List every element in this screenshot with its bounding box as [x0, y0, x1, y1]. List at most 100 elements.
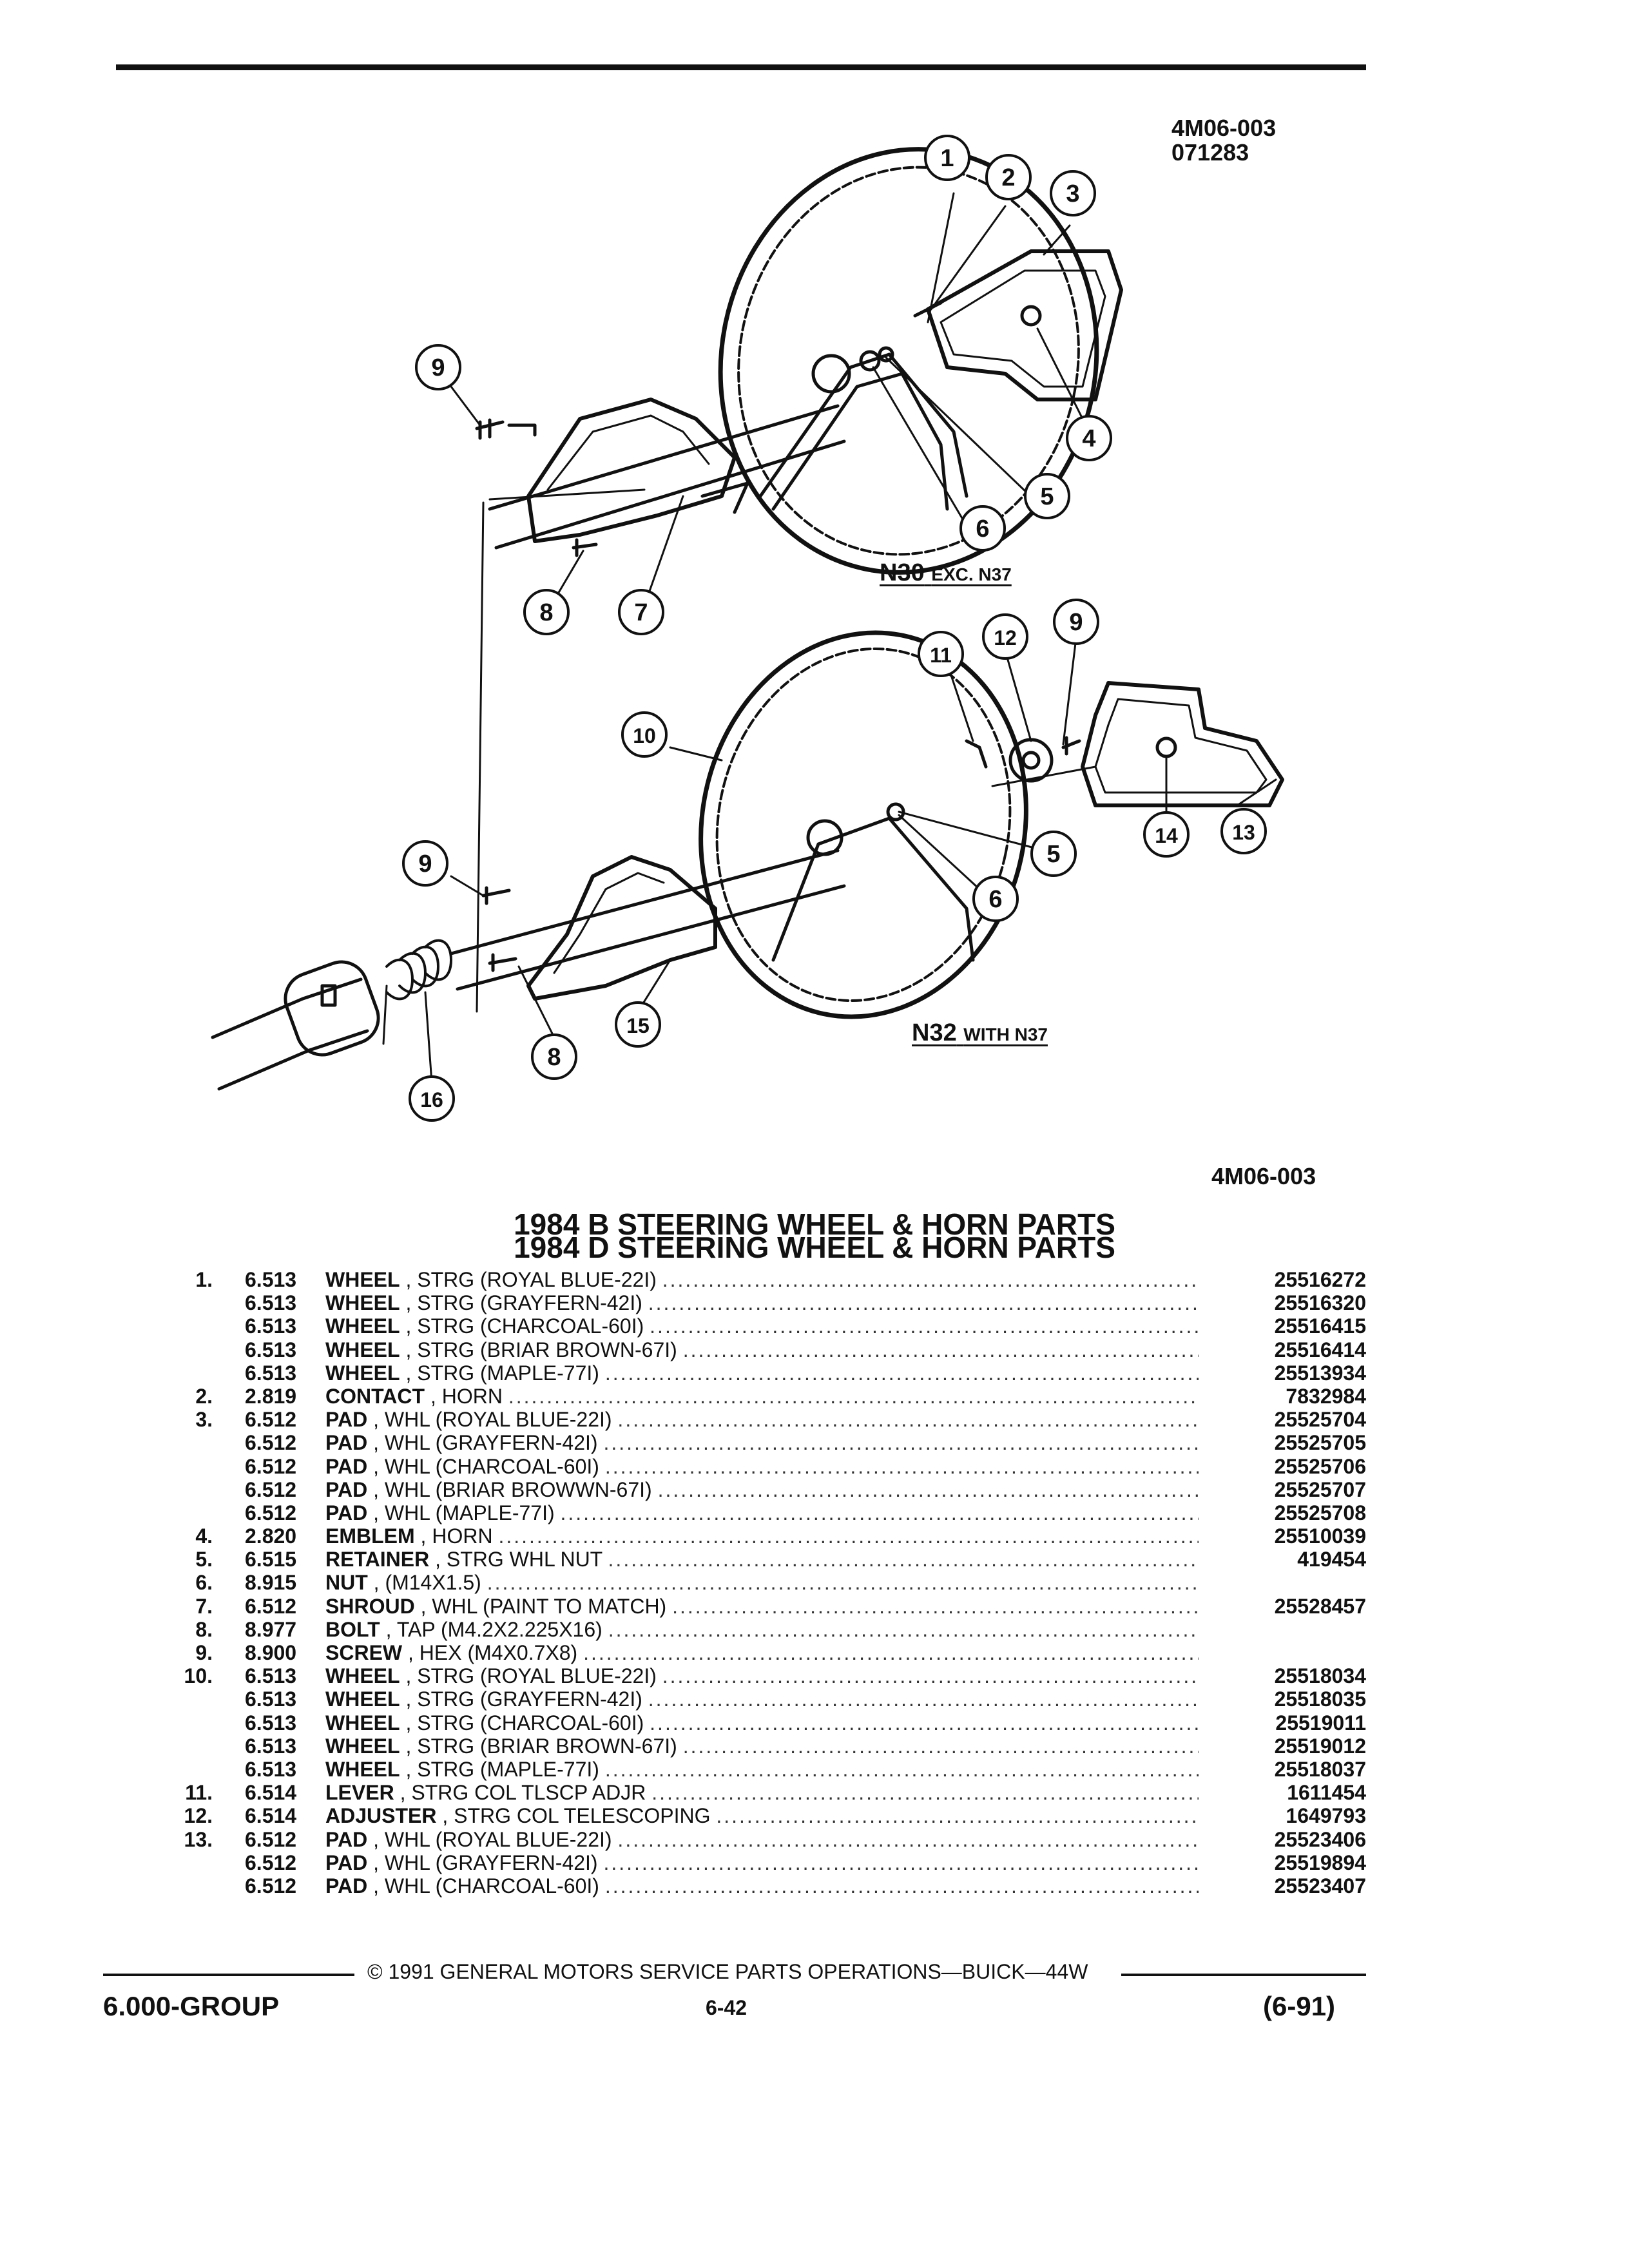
figure-code-bottom: 4M06-003 [1211, 1163, 1316, 1189]
leader-10 [669, 746, 723, 762]
callout-4: 4 [1066, 415, 1112, 461]
part-description: BOLT , TAP (M4.2X2.225X16) .............… [325, 1618, 1199, 1641]
part-noun: WHEEL [325, 1268, 400, 1291]
part-group-code: 6.515 [245, 1548, 297, 1571]
dot-leader: ........................................… [672, 1594, 1199, 1618]
column-edge-detail [382, 985, 388, 1045]
leader-5-bottom [898, 811, 1045, 852]
part-detail: , WHL (MAPLE-77I) [373, 1501, 555, 1524]
callout-circle [415, 344, 461, 390]
variant-label-top: N30 EXC. N37 [880, 559, 1012, 587]
column-cover [284, 960, 380, 1057]
part-detail: , STRG COL TLSCP ADJR [400, 1781, 646, 1805]
callout-number: 16 [420, 1088, 443, 1111]
dot-leader: ........................................… [657, 1477, 1199, 1501]
top-screw-leader [507, 423, 537, 437]
part-description: PAD , WHL (CHARCOAL-60I) ...............… [325, 1455, 1199, 1478]
part-noun: WHEEL [325, 1314, 400, 1338]
part-ref-number: 5. [195, 1548, 213, 1571]
top-horn-pad-inner [940, 269, 1106, 388]
dot-leader: ........................................… [508, 1384, 1199, 1408]
part-detail: , STRG (MAPLE-77I) [405, 1361, 599, 1385]
part-description: WHEEL , STRG (GRAYFERN-42I) ............… [325, 1687, 1199, 1711]
part-ref-number: 4. [195, 1524, 213, 1548]
bottom-nut [886, 802, 905, 822]
callout-circle [409, 1075, 455, 1122]
part-noun: CONTACT [325, 1384, 425, 1408]
leader-4 [1036, 327, 1090, 433]
callout-1: 1 [924, 135, 970, 181]
part-number: 25518037 [1274, 1757, 1366, 1781]
part-number: 25516320 [1274, 1291, 1366, 1315]
callout-circle [618, 589, 664, 635]
part-number: 1611454 [1287, 1781, 1366, 1805]
part-noun: WHEEL [325, 1757, 400, 1781]
leader-16 [424, 991, 433, 1084]
column-upper-edge [211, 977, 363, 1039]
callout-circle [1066, 415, 1112, 461]
dot-leader: ........................................… [487, 1571, 1199, 1595]
part-description: PAD , WHL (GRAYFERN-42I) ...............… [325, 1431, 1199, 1454]
part-description: WHEEL , STRG (BRIAR BROWN-67I) .........… [325, 1338, 1199, 1361]
part-description: SHROUD , WHL (PAINT TO MATCH) ..........… [325, 1595, 1199, 1618]
variant-top-main: N30 [880, 559, 925, 586]
callout-5: 5 [1024, 473, 1070, 519]
part-group-code: 6.513 [245, 1361, 297, 1385]
top-screw [475, 418, 505, 440]
bottom-horn-pad-inner [1094, 698, 1268, 794]
callout-circle [1024, 473, 1070, 519]
part-noun: PAD [325, 1477, 368, 1501]
part-group-code: 6.512 [245, 1827, 297, 1851]
part-ref-number: 13. [184, 1827, 213, 1851]
column-lower-edge [217, 1029, 369, 1091]
part-noun: PAD [325, 1827, 368, 1851]
adjuster-center [1021, 751, 1041, 770]
callout-number: 5 [1040, 483, 1054, 510]
part-description: WHEEL , STRG (CHARCOAL-60I) ............… [325, 1314, 1199, 1338]
part-detail: , STRG (GRAYFERN-42I) [405, 1687, 642, 1711]
top-shroud-inner [546, 414, 710, 491]
leader-6-bottom [898, 814, 981, 890]
dot-leader: ........................................… [651, 1781, 1199, 1805]
top-shroud [526, 398, 737, 543]
part-noun: PAD [325, 1850, 368, 1874]
variant-bottom-main: N32 [912, 1019, 957, 1046]
footer-group: 6.000-GROUP [103, 1991, 280, 2021]
part-noun: WHEEL [325, 1338, 400, 1361]
part-group-code: 6.513 [245, 1734, 297, 1758]
part-description: PAD , WHL (CHARCOAL-60I) ...............… [325, 1874, 1199, 1898]
bottom-bolt [488, 953, 517, 972]
bottom-horn-pad [1081, 681, 1284, 807]
part-detail: , HORN [420, 1524, 493, 1548]
top-shaft-upper-edge [488, 404, 840, 511]
part-description: WHEEL , STRG (MAPLE-77I) ...............… [325, 1758, 1199, 1781]
callout-number: 8 [539, 599, 553, 626]
part-detail: , STRG (CHARCOAL-60I) [405, 1711, 644, 1735]
part-number: 419454 [1297, 1548, 1366, 1571]
part-detail: , WHL (ROYAL BLUE-22I) [373, 1408, 612, 1432]
top-spoke-left-2 [771, 372, 904, 511]
part-detail: , STRG COL TELESCOPING [442, 1804, 711, 1828]
part-group-code: 2.819 [245, 1384, 297, 1408]
part-description: PAD , WHL (GRAYFERN-42I) ...............… [325, 1851, 1199, 1874]
part-group-code: 6.514 [245, 1804, 297, 1828]
callout-number: 9 [431, 354, 445, 381]
top-hub [811, 354, 851, 394]
callout-circle [924, 135, 970, 181]
callout-number: 11 [930, 644, 952, 667]
part-ref-number: 9. [195, 1641, 213, 1664]
callout-number: 15 [626, 1014, 650, 1037]
dot-leader: ........................................… [603, 1850, 1199, 1874]
dot-leader: ........................................… [617, 1827, 1199, 1851]
top-spoke-left [758, 352, 891, 498]
